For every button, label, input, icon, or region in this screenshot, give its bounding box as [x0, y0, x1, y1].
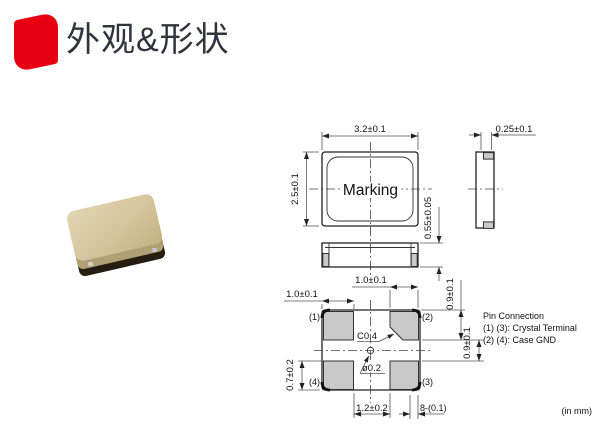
dim-side-pad: 0.25±0.1 — [469, 124, 536, 150]
pin-2-label: (2) — [422, 312, 433, 322]
chamfer-label: C0.4 — [357, 331, 377, 342]
bottom-view-outline — [321, 309, 421, 391]
dim-pad-width-top: 1.0±0.1 — [352, 275, 419, 308]
dim-top-width: 3.2±0.1 — [321, 124, 419, 150]
chamfer-callout: C0.4 — [357, 331, 395, 342]
pin-4-label: (4) — [309, 377, 320, 387]
technical-drawing: Marking 3.2±0.1 2.5±0.1 — [284, 124, 593, 419]
dim-edge-gap-bottom-label: 8-(0.1) — [420, 403, 447, 413]
center-hole — [366, 346, 375, 355]
component-photo — [64, 192, 174, 282]
dim-pad-width-top-label: 1.0±0.1 — [355, 275, 387, 286]
pad-2 — [389, 311, 419, 341]
right-view-pad — [483, 221, 494, 229]
marking-label: Marking — [343, 182, 398, 199]
photo-solder-pad — [88, 262, 93, 266]
pad-1 — [323, 311, 354, 341]
dim-top-width-label: 3.2±0.1 — [354, 124, 386, 135]
front-view: 0.55±0.05 — [321, 197, 443, 281]
dim-top-height: 2.5±0.1 — [290, 151, 319, 227]
dim-thickness: 0.55±0.05 — [420, 197, 443, 281]
dim-pad-width-left-label: 1.0±0.1 — [286, 289, 318, 300]
dim-pad-gap-right-label: 0.9±0.1 — [462, 327, 473, 359]
top-view-outline — [321, 151, 419, 227]
pin-3-label: (3) — [422, 377, 433, 387]
front-view-pad — [410, 253, 418, 267]
pin-connection-line1: (1) (3): Crystal Terminal — [483, 323, 577, 333]
top-view: Marking 3.2±0.1 2.5±0.1 — [290, 124, 432, 276]
bottom-view: (1) (2) (3) (4) C0.4 ø0.2 — [284, 275, 484, 419]
right-side-view: 0.25±0.1 — [468, 124, 536, 229]
dim-top-height-label: 2.5±0.1 — [290, 173, 301, 205]
pin-1-label: (1) — [309, 312, 320, 322]
dim-pad-span-bottom: 1.2±0.2 — [353, 393, 391, 418]
page-title: 外观&形状 — [66, 21, 230, 59]
photo-solder-pad — [152, 248, 157, 252]
hole-callout: ø0.2 — [359, 355, 386, 374]
dim-pad-height-left: 0.7±0.2 — [285, 359, 323, 391]
brand-ribbon-icon — [14, 11, 58, 73]
pin-connection-line2: (2) (4): Case GND — [483, 335, 557, 345]
dim-edge-gap-bottom: 8-(0.1) — [399, 395, 447, 419]
dim-pad-width-left: 1.0±0.1 — [284, 289, 355, 309]
pad-3 — [389, 360, 419, 390]
unit-note: (in mm) — [562, 406, 593, 416]
dim-pad-height-right-top: 0.9±0.1 — [420, 278, 484, 341]
hole-label: ø0.2 — [362, 363, 381, 374]
dim-thickness-label: 0.55±0.05 — [423, 197, 434, 239]
front-view-outline — [321, 242, 419, 268]
pin-connection-note: Pin Connection (1) (3): Crystal Terminal… — [483, 311, 577, 345]
front-view-pad — [322, 253, 330, 267]
dim-pad-height-right-top-label: 0.9±0.1 — [445, 278, 456, 310]
right-view-pad — [483, 152, 494, 160]
dim-pad-span-bottom-label: 1.2±0.2 — [356, 403, 388, 414]
dim-pad-gap-right: 0.9±0.1 — [422, 327, 484, 362]
dim-side-pad-label: 0.25±0.1 — [496, 124, 533, 135]
dim-pad-height-left-label: 0.7±0.2 — [285, 359, 296, 391]
pad-4 — [323, 360, 354, 390]
pin-connection-title: Pin Connection — [483, 311, 544, 321]
top-view-lid — [326, 156, 414, 222]
right-view-outline — [475, 151, 495, 229]
